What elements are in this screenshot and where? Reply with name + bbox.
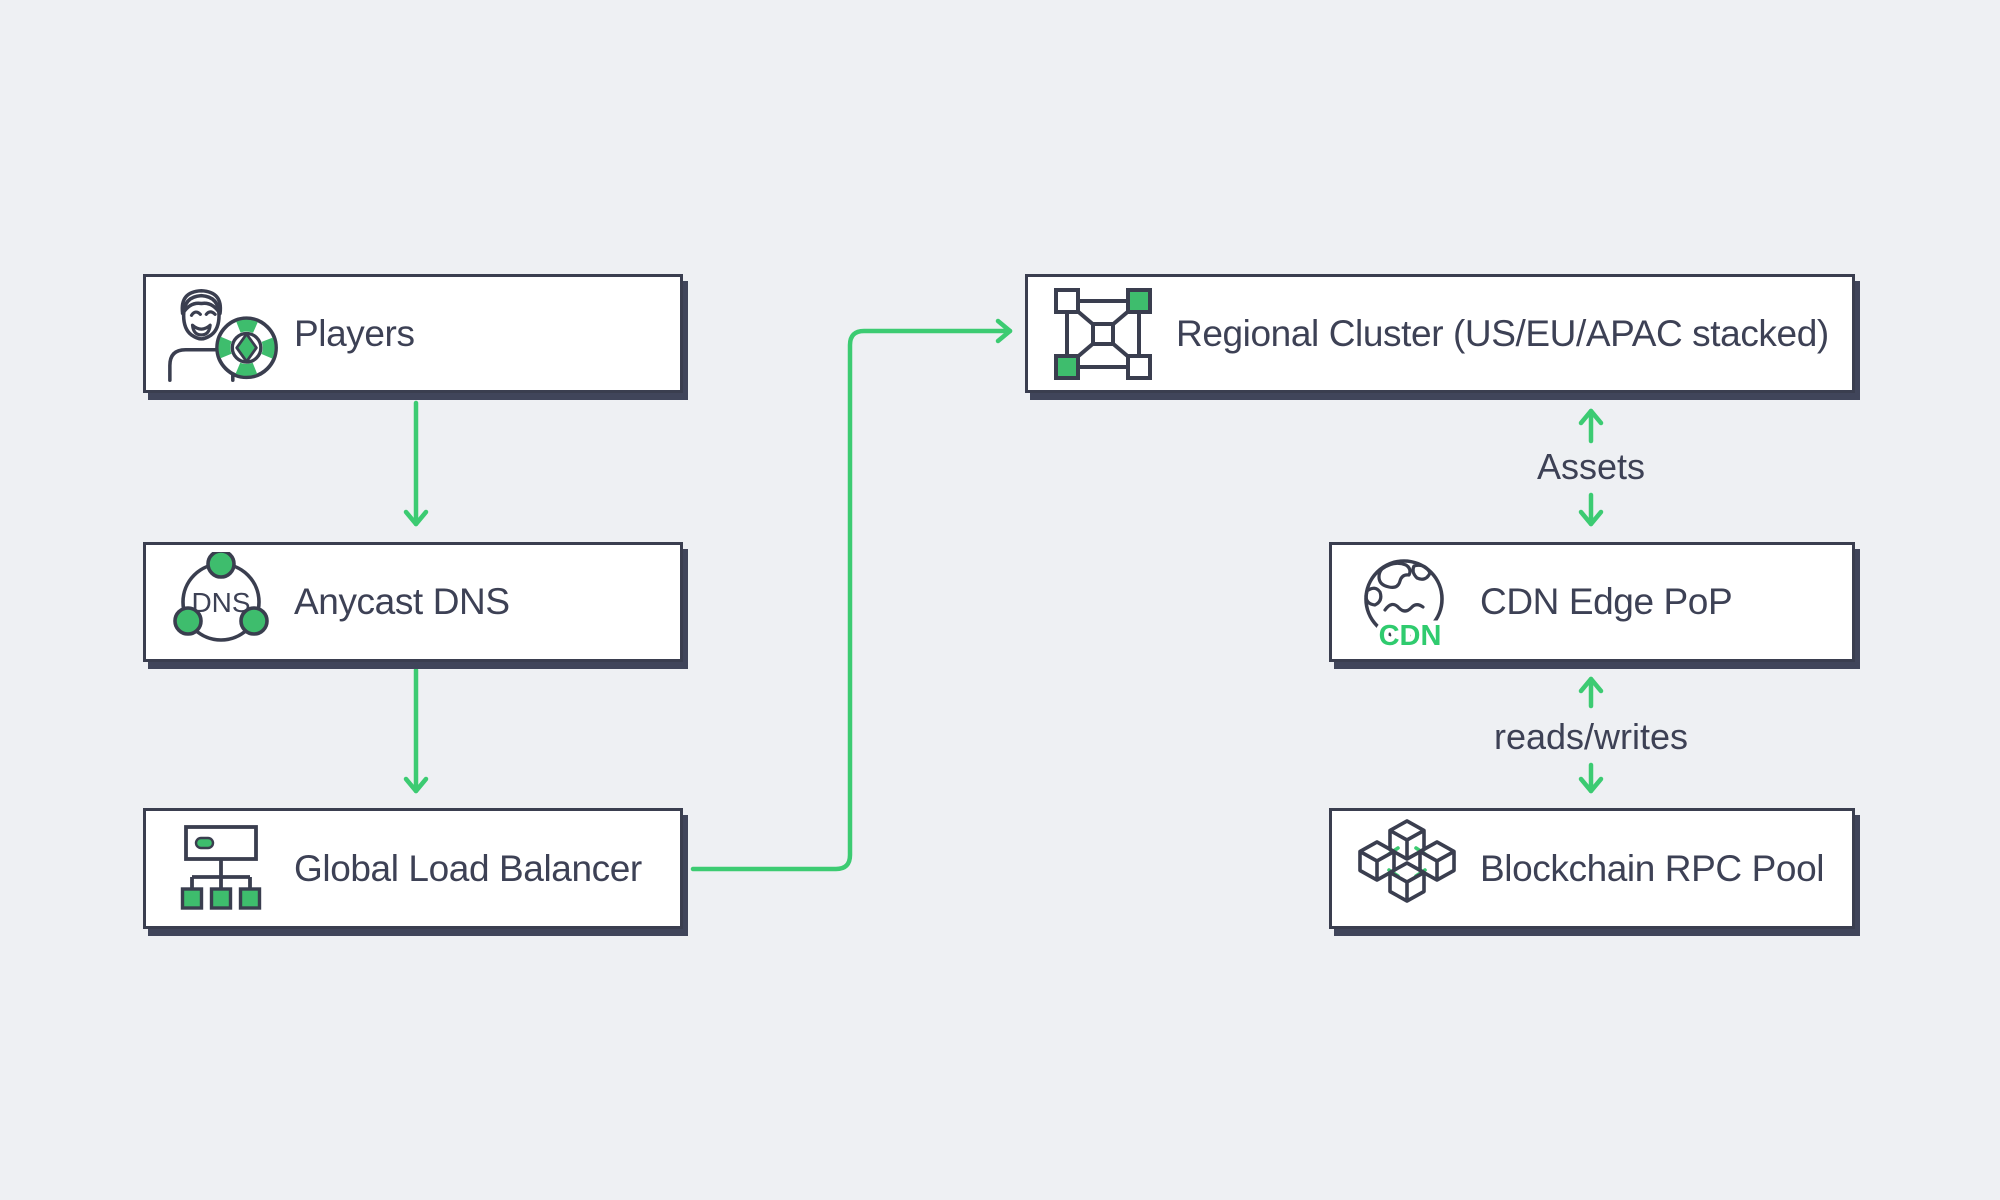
blockchain-cubes-icon [1348, 818, 1466, 919]
node-label: Global Load Balancer [294, 847, 642, 889]
node-global-load-balancer: Global Load Balancer [143, 808, 683, 929]
cdn-icon-text: CDN [1379, 620, 1442, 652]
node-blockchain-rpc-pool: Blockchain RPC Pool [1329, 808, 1855, 929]
edge-glb-to-regional-cluster [690, 318, 1013, 872]
node-regional-cluster: Regional Cluster (US/EU/APAC stacked) [1025, 274, 1855, 393]
dns-icon-text: DNS [191, 587, 250, 618]
edge-label-reads-writes: reads/writes [1493, 716, 1689, 757]
node-players: Players [143, 274, 683, 393]
load-balancer-tree-icon [162, 819, 280, 919]
node-label: Anycast DNS [294, 581, 510, 622]
node-anycast-dns: DNS Anycast DNS [143, 542, 683, 662]
edge-label-assets: Assets [1536, 446, 1646, 487]
node-label: Players [294, 312, 415, 354]
node-cdn-edge-pop: CDN CDN Edge PoP [1329, 542, 1855, 662]
node-label: Blockchain RPC Pool [1480, 847, 1825, 889]
dns-nodes-icon: DNS [162, 552, 280, 652]
player-with-poker-chip-icon [162, 284, 280, 384]
cluster-mesh-icon [1044, 284, 1162, 384]
node-label: CDN Edge PoP [1480, 581, 1733, 622]
cdn-globe-icon: CDN [1348, 552, 1466, 652]
node-label: Regional Cluster (US/EU/APAC stacked) [1176, 312, 1829, 354]
